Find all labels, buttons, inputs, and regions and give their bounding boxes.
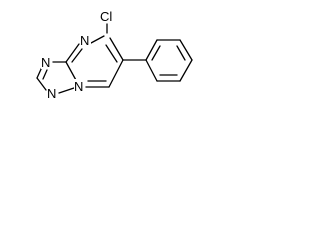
chlorine-label-bg <box>100 9 118 23</box>
nitrogen-left-label-bg <box>41 55 52 69</box>
atom-labels: Cl N N N N <box>41 9 118 101</box>
bond-n1-n8 <box>58 87 75 94</box>
chemical-structure: Cl N N N N <box>36 9 193 101</box>
nitrogen-bridgehead-label: N <box>74 79 83 94</box>
bond-ph-3-4 <box>179 39 193 61</box>
bond-c6-c7 <box>108 59 124 88</box>
nitrogen-pyrimidine-top-label: N <box>80 33 89 48</box>
bond-c9-n4 <box>65 43 80 63</box>
nitrogen-bridgehead-label-bg <box>74 79 85 93</box>
bond-n8-c9 <box>65 61 78 83</box>
bond-c5-c6-inner <box>105 44 118 63</box>
bond-c2-n1 <box>36 77 47 91</box>
nitrogen-triazole-bottom-label: N <box>47 86 56 101</box>
nitrogen-triazole-left-label: N <box>41 55 50 70</box>
bonds <box>36 23 193 94</box>
nitrogen-bottom-label-bg <box>47 86 58 100</box>
bond-ph-3-4-inner <box>176 45 186 61</box>
bond-n3-c2-inner <box>42 69 48 80</box>
nitrogen-top-label-bg <box>80 33 91 47</box>
bond-ph-6-1 <box>145 59 158 82</box>
bond-c5-c6 <box>109 37 124 61</box>
bond-ph-1-2 <box>145 39 158 61</box>
bond-ph-1-2-inner <box>151 45 161 61</box>
bond-c9-n4-inner <box>71 48 83 63</box>
bond-n4-c5 <box>90 35 105 44</box>
bond-ph-4-5 <box>179 59 193 82</box>
chlorine-label: Cl <box>100 9 112 24</box>
